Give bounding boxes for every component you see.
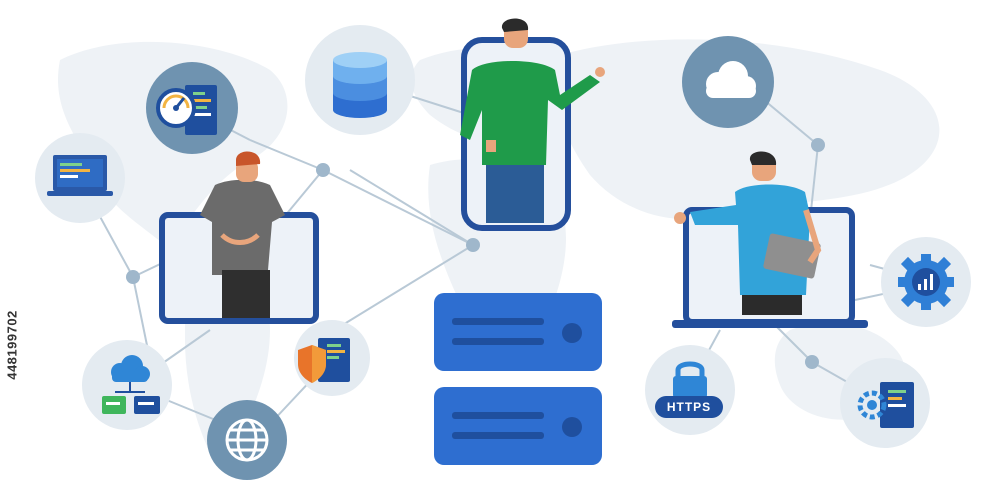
cloud-icon xyxy=(706,61,756,98)
database-icon xyxy=(333,52,387,118)
monitor-suit-man xyxy=(159,151,319,324)
https-lock-node xyxy=(645,345,735,435)
laptop-code-node xyxy=(35,133,125,223)
cloud-node xyxy=(682,36,774,128)
settings-document-node xyxy=(840,358,930,448)
stock-id-text: 448199702 xyxy=(4,310,20,380)
green-shirt-man-figure xyxy=(460,18,605,223)
security-shield-node xyxy=(294,320,370,396)
cloud-network-icon xyxy=(102,355,160,414)
cloud-flowchart-node xyxy=(82,340,172,430)
globe-icon xyxy=(225,418,269,462)
laptop-blue-man xyxy=(672,151,868,328)
suit-man-figure xyxy=(200,151,285,318)
network-junction-dots xyxy=(126,138,825,369)
speedometer-icon xyxy=(156,85,217,135)
stock-id-label: 448199702 xyxy=(2,255,22,435)
speed-dashboard-node xyxy=(146,62,238,154)
phone-green-man xyxy=(460,18,605,231)
https-badge xyxy=(655,396,723,418)
laptop-icon xyxy=(47,155,113,196)
settings-code-icon xyxy=(857,382,914,428)
https-label: HTTPS xyxy=(666,400,712,414)
blue-shirt-man-figure xyxy=(674,151,822,315)
gear-analytics-node xyxy=(881,237,971,327)
server-stack xyxy=(434,293,602,465)
gear-chart-icon xyxy=(898,254,954,310)
database-node xyxy=(305,25,415,135)
shield-icon xyxy=(298,338,350,383)
globe-node xyxy=(207,400,287,480)
lock-icon xyxy=(673,361,707,398)
